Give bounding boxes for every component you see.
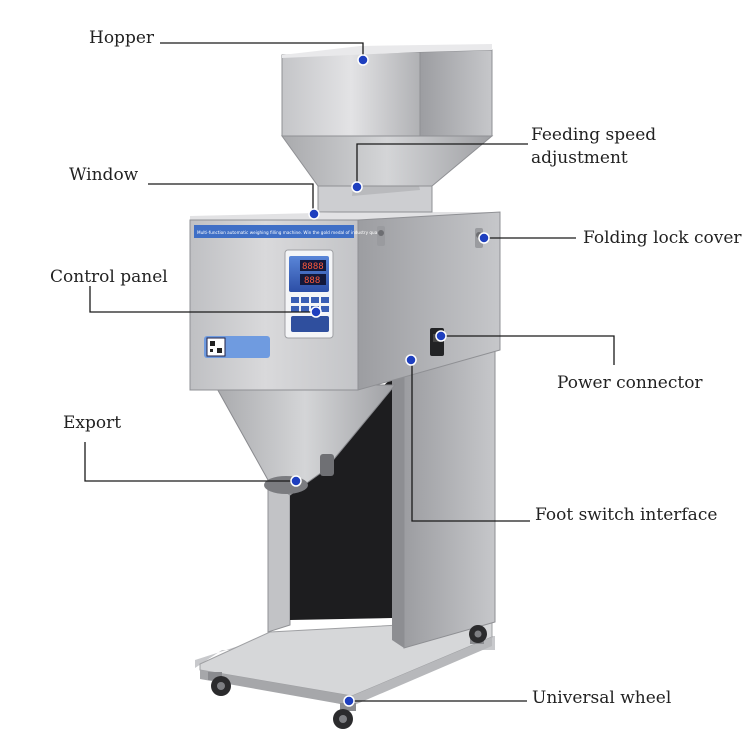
hopper-taper [281, 133, 494, 187]
marker-foot-switch [405, 354, 417, 366]
label-universal-wheel: Universal wheel [532, 688, 672, 708]
label-foot-switch-interface: Foot switch interface [535, 505, 718, 525]
marker-power-connector [435, 330, 447, 342]
display-row-bottom [300, 274, 326, 285]
leader-export [84, 442, 296, 482]
caster-right [469, 625, 487, 644]
display-readout-top: 8888 [302, 262, 324, 272]
qr-code [206, 337, 226, 357]
qr-module [217, 348, 222, 353]
marker-export [290, 475, 302, 487]
cabinet-side [357, 211, 501, 391]
leader-feeding-speed [356, 143, 528, 186]
marker-folding-lock-cover [478, 232, 490, 244]
label-feeding-speed-adjustment: Feeding speed adjustment [531, 124, 656, 170]
marker-dots [290, 54, 490, 707]
leader-lines [84, 42, 615, 702]
hopper-box-side [419, 49, 493, 137]
display-readout-bottom: 888 [304, 276, 320, 286]
base-plate-edge [200, 670, 352, 706]
hopper-rim [282, 44, 492, 58]
label-control-panel: Control panel [50, 267, 168, 287]
label-feeding-line-1: Feeding speed [531, 125, 657, 145]
display-row-top [300, 260, 326, 271]
caster-left [208, 672, 231, 696]
column-front [403, 349, 496, 649]
leader-control-panel [89, 286, 316, 313]
label-export: Export [63, 413, 122, 433]
rear-upright [267, 469, 291, 633]
cabinet-banner-text: Multi-function automatic weighing fillin… [197, 230, 386, 235]
leader-hopper [160, 42, 364, 58]
base-plate-edge-right [352, 637, 492, 706]
back-panel [290, 378, 392, 620]
marker-feeding-speed [351, 181, 363, 193]
hopper-box-front [281, 51, 421, 137]
column-left-face [392, 375, 404, 648]
caster-front [333, 703, 356, 729]
machine-illustration: Multi-function automatic weighing fillin… [189, 44, 501, 729]
export-clip [320, 454, 334, 476]
qr-module [210, 341, 215, 346]
label-hopper: Hopper [89, 28, 155, 48]
marker-universal-wheel [343, 695, 355, 707]
label-feeding-line-2: adjustment [531, 148, 628, 168]
label-folding-lock-cover: Folding lock cover [583, 228, 742, 248]
leader-foot-switch [411, 360, 530, 522]
leader-window [148, 183, 314, 214]
label-power-connector: Power connector [557, 373, 703, 393]
label-window: Window [69, 165, 139, 185]
leader-power-connector [441, 335, 615, 365]
marker-control-panel [310, 306, 322, 318]
export-spout [264, 476, 308, 494]
marker-window [308, 208, 320, 220]
cabinet-banner [194, 225, 354, 238]
qr-module [210, 349, 213, 352]
lock-latch-left [377, 226, 385, 246]
marker-hopper [357, 54, 369, 66]
